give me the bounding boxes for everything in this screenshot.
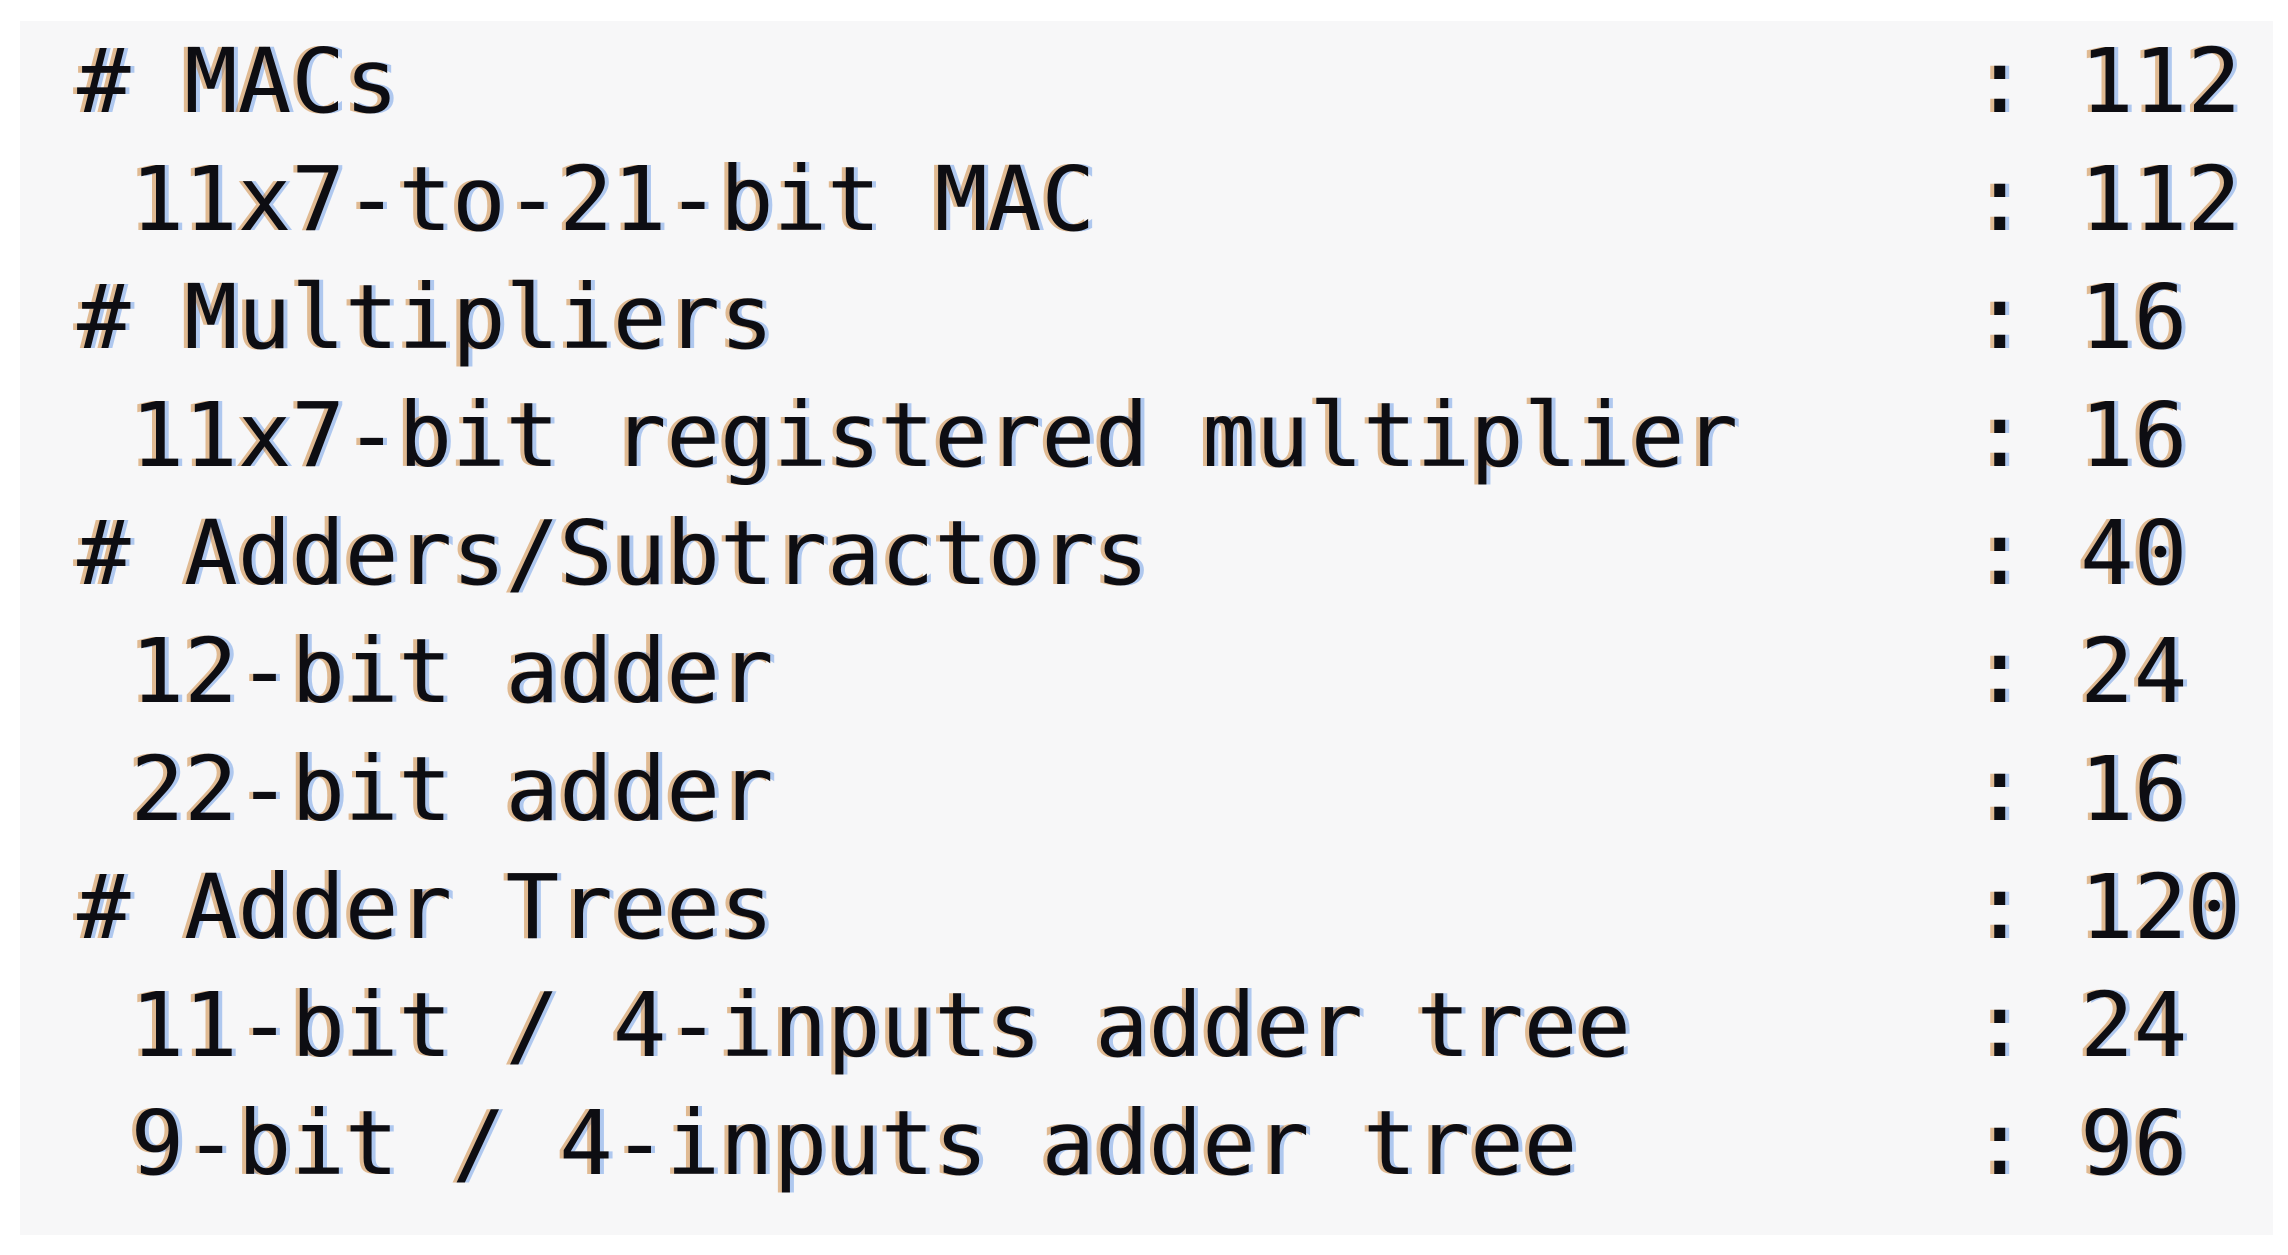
stat-value: : 40 bbox=[1973, 501, 2188, 605]
stat-value: : 112 bbox=[1973, 29, 2241, 133]
stat-label: # Multipliers bbox=[77, 265, 774, 369]
report-row: 11x7-bit registered multiplier : 16 bbox=[77, 376, 2273, 494]
stat-label: 11-bit / 4-inputs adder tree bbox=[77, 973, 1631, 1077]
report-row: # MACs : 112 bbox=[77, 22, 2273, 140]
report-row: 11x7-to-21-bit MAC : 112 bbox=[77, 140, 2273, 258]
stat-label: 9-bit / 4-inputs adder tree bbox=[77, 1091, 1578, 1195]
report-row: 11-bit / 4-inputs adder tree : 24 bbox=[77, 966, 2273, 1084]
macro-statistics-panel: # MACs : 112 11x7-to-21-bit MAC : 112 # Mu… bbox=[20, 21, 2273, 1235]
stat-value: : 16 bbox=[1973, 383, 2188, 487]
stat-label: 11x7-bit registered multiplier bbox=[77, 383, 1739, 487]
report-row: 22-bit adder : 16 bbox=[77, 730, 2273, 848]
stat-label: # MACs bbox=[77, 29, 399, 133]
stat-value: : 24 bbox=[1973, 973, 2188, 1077]
stat-label: # Adders/Subtractors bbox=[77, 501, 1149, 605]
report-row: # Adder Trees : 120 bbox=[77, 848, 2273, 966]
stat-label: 22-bit adder bbox=[77, 737, 774, 841]
stat-label: 12-bit adder bbox=[77, 619, 774, 723]
stat-label: # Adder Trees bbox=[77, 855, 774, 959]
report-row: 9-bit / 4-inputs adder tree : 96 bbox=[77, 1084, 2273, 1202]
stat-value: : 120 bbox=[1973, 855, 2241, 959]
stat-value: : 96 bbox=[1973, 1091, 2188, 1195]
stat-value: : 16 bbox=[1973, 737, 2188, 841]
report-row: # Adders/Subtractors : 40 bbox=[77, 494, 2273, 612]
stat-value: : 16 bbox=[1973, 265, 2188, 369]
stat-label: 11x7-to-21-bit MAC bbox=[77, 147, 1096, 251]
report-row: # Multipliers : 16 bbox=[77, 258, 2273, 376]
report-row: 12-bit adder : 24 bbox=[77, 612, 2273, 730]
stat-value: : 112 bbox=[1973, 147, 2241, 251]
stat-value: : 24 bbox=[1973, 619, 2188, 723]
